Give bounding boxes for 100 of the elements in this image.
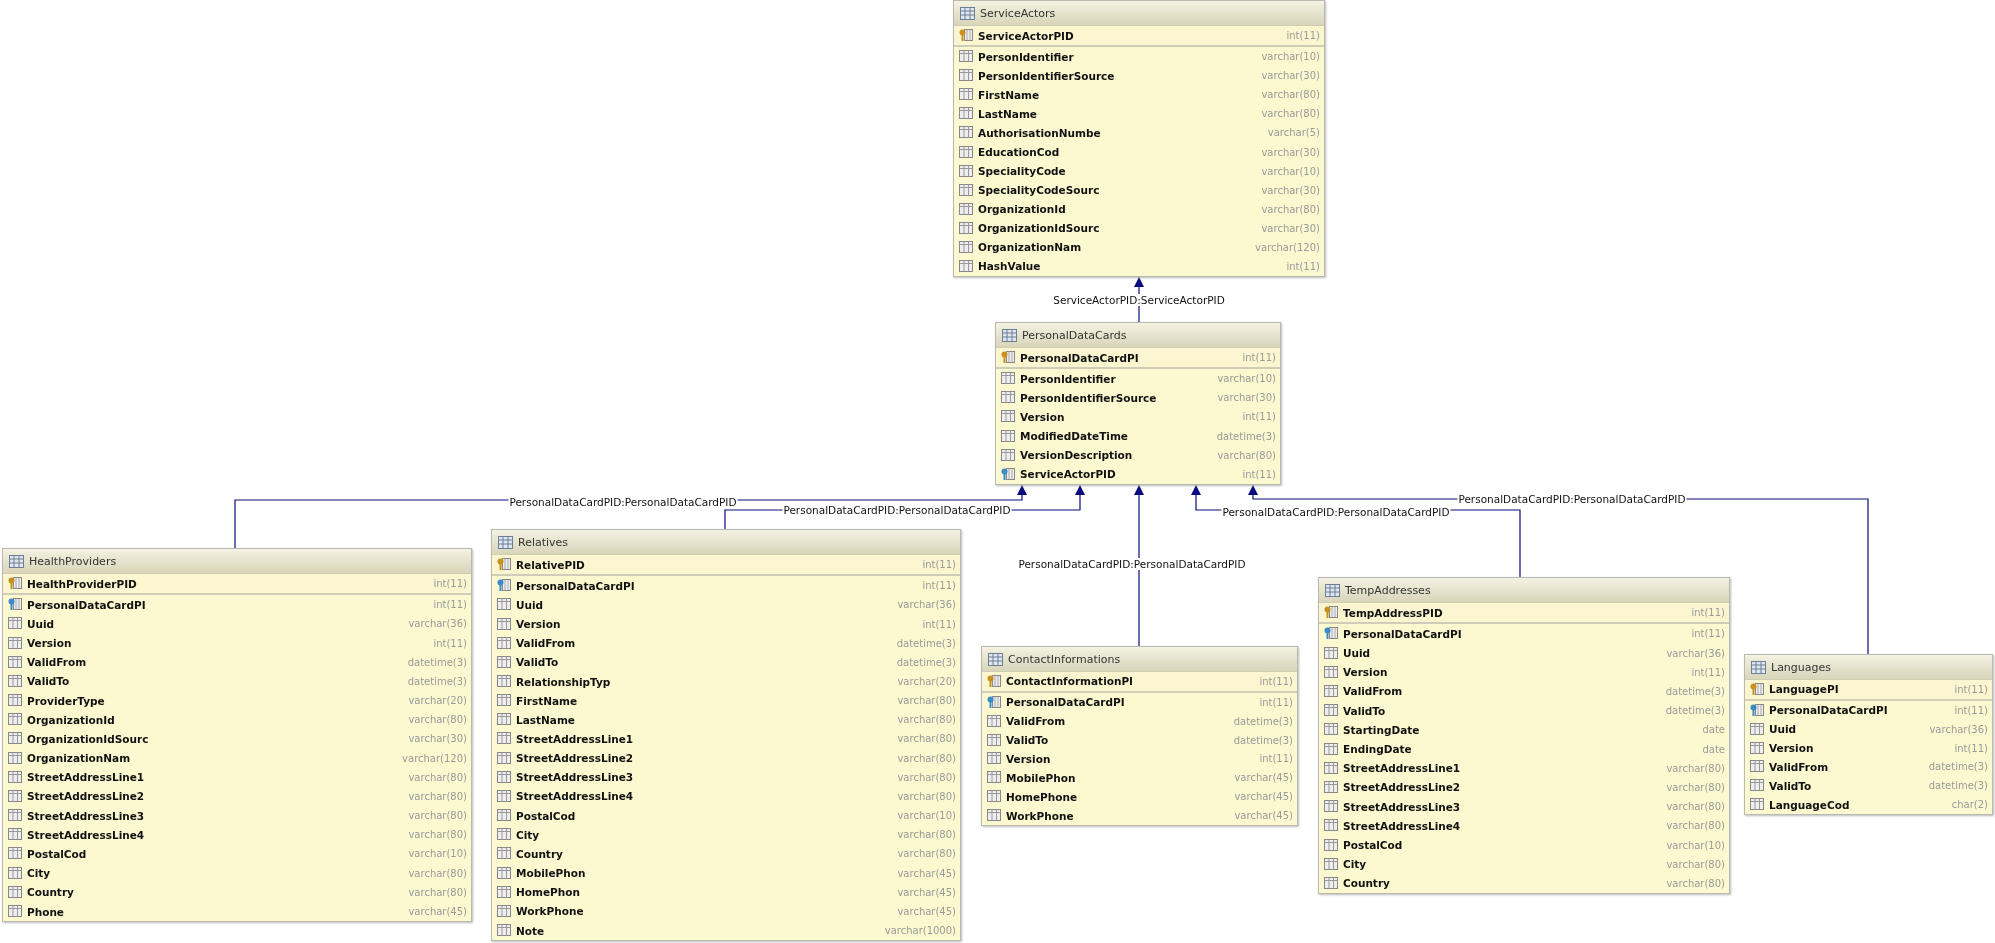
column-name: StreetAddressLine1 — [1343, 762, 1461, 775]
column-name: OrganizationNam — [27, 752, 131, 765]
column-name: ValidFrom — [1769, 760, 1829, 773]
column-type: varchar(80) — [408, 829, 467, 841]
table-name: TempAddresses — [1345, 583, 1431, 597]
column-name: StreetAddressLine2 — [27, 790, 145, 803]
relationship-arrow — [1134, 484, 1144, 647]
column-type: datetime(3) — [1233, 734, 1293, 746]
column-name: HashValue — [978, 260, 1041, 273]
column-type: varchar(30) — [1217, 392, 1276, 404]
column-name: PersonIdentifier — [1020, 372, 1116, 385]
column-type: varchar(80) — [1666, 762, 1725, 774]
column-name: RelativePID — [516, 558, 585, 571]
column-type: varchar(30) — [408, 733, 467, 745]
column-name: StreetAddressLine1 — [27, 771, 145, 784]
column-type: varchar(10) — [1666, 839, 1725, 851]
column-type: varchar(36) — [897, 599, 956, 611]
table-box — [953, 0, 1325, 277]
column-type: varchar(120) — [402, 752, 467, 764]
column-type: int(11) — [1259, 696, 1293, 708]
column-type: int(11) — [1242, 352, 1276, 364]
column-name: SpecialityCodeSourc — [978, 184, 1100, 197]
column-type: varchar(80) — [1666, 877, 1725, 889]
column-type: varchar(80) — [408, 810, 467, 822]
table-box — [1318, 577, 1730, 894]
column-name: OrganizationId — [978, 203, 1066, 216]
table-name: PersonalDataCards — [1022, 328, 1127, 342]
column-name: MobilePhon — [516, 867, 586, 880]
table-box — [981, 646, 1298, 826]
column-type: varchar(80) — [1261, 108, 1320, 120]
column-name: TempAddressPID — [1343, 606, 1443, 619]
column-type: datetime(3) — [407, 656, 467, 668]
column-type: date — [1702, 743, 1725, 755]
column-type: varchar(120) — [1255, 241, 1320, 253]
column-type: varchar(80) — [897, 733, 956, 745]
column-type: int(11) — [922, 580, 956, 592]
table-box — [995, 322, 1281, 485]
column-name: ValidTo — [1006, 734, 1049, 747]
column-type: int(11) — [1286, 30, 1320, 42]
column-type: varchar(80) — [1217, 449, 1276, 461]
column-type: varchar(10) — [1217, 373, 1276, 385]
column-type: varchar(80) — [897, 752, 956, 764]
column-name: StreetAddressLine2 — [516, 752, 634, 765]
column-name: Version — [1006, 752, 1051, 765]
column-type: datetime(3) — [407, 675, 467, 687]
edge-label: PersonalDataCardPID:PersonalDataCardPID — [508, 496, 738, 508]
column-name: ServiceActorPID — [978, 29, 1074, 42]
column-name: Version — [1020, 411, 1065, 423]
column-name: WorkPhone — [1006, 809, 1074, 822]
column-name: City — [1343, 858, 1367, 871]
column-name: StreetAddressLine4 — [516, 790, 634, 803]
column-name: ContactInformationPI — [1006, 675, 1134, 688]
column-type: varchar(45) — [897, 905, 956, 917]
column-name: HomePhon — [516, 886, 580, 899]
column-name: OrganizationIdSourc — [27, 732, 149, 745]
column-type: datetime(3) — [896, 656, 956, 668]
column-type: date — [1702, 724, 1725, 736]
column-name: StreetAddressLine3 — [27, 809, 145, 822]
column-type: int(11) — [1259, 753, 1293, 765]
column-name: ModifiedDateTime — [1020, 430, 1128, 443]
column-name: ValidTo — [1769, 779, 1812, 792]
column-name: LanguageCod — [1769, 798, 1850, 811]
table-name: Languages — [1771, 660, 1832, 674]
column-type: varchar(80) — [897, 771, 956, 783]
column-name: StreetAddressLine4 — [27, 828, 145, 841]
column-name: PersonalDataCardPI — [1343, 627, 1462, 640]
column-name: ValidTo — [27, 675, 70, 688]
column-type: int(11) — [1259, 675, 1293, 687]
column-name: StartingDate — [1343, 723, 1420, 736]
column-name: Version — [516, 618, 561, 631]
column-name: PostalCod — [27, 848, 87, 860]
column-name: ServiceActorPID — [1020, 468, 1116, 481]
column-name: City — [27, 867, 51, 880]
column-type: varchar(80) — [897, 714, 956, 726]
column-type: varchar(80) — [897, 790, 956, 802]
table-name: HealthProviders — [29, 554, 117, 568]
column-name: Uuid — [516, 598, 544, 611]
column-type: varchar(80) — [1261, 203, 1320, 215]
column-type: varchar(80) — [897, 695, 956, 707]
column-type: int(11) — [1242, 411, 1276, 423]
column-name: PersonalDataCardPI — [516, 579, 635, 592]
column-name: StreetAddressLine2 — [1343, 781, 1461, 794]
column-type: varchar(80) — [408, 790, 467, 802]
column-name: PersonIdentifierSource — [1020, 391, 1157, 404]
column-name: WorkPhone — [516, 905, 584, 918]
column-name: PersonalDataCardPI — [1006, 696, 1125, 709]
column-type: int(11) — [922, 618, 956, 630]
column-name: PostalCod — [1343, 839, 1403, 852]
column-type: datetime(3) — [1665, 705, 1725, 717]
column-name: Country — [27, 886, 74, 899]
column-name: Phone — [27, 905, 64, 918]
column-type: varchar(1000) — [884, 925, 956, 937]
column-name: ValidFrom — [516, 637, 576, 650]
column-type: int(11) — [433, 578, 467, 590]
column-type: int(11) — [1954, 704, 1988, 716]
table-box — [2, 548, 472, 922]
column-type: int(11) — [1691, 628, 1725, 640]
column-name: OrganizationNam — [978, 241, 1082, 254]
column-name: ValidTo — [1343, 704, 1386, 717]
column-type: varchar(10) — [408, 848, 467, 860]
